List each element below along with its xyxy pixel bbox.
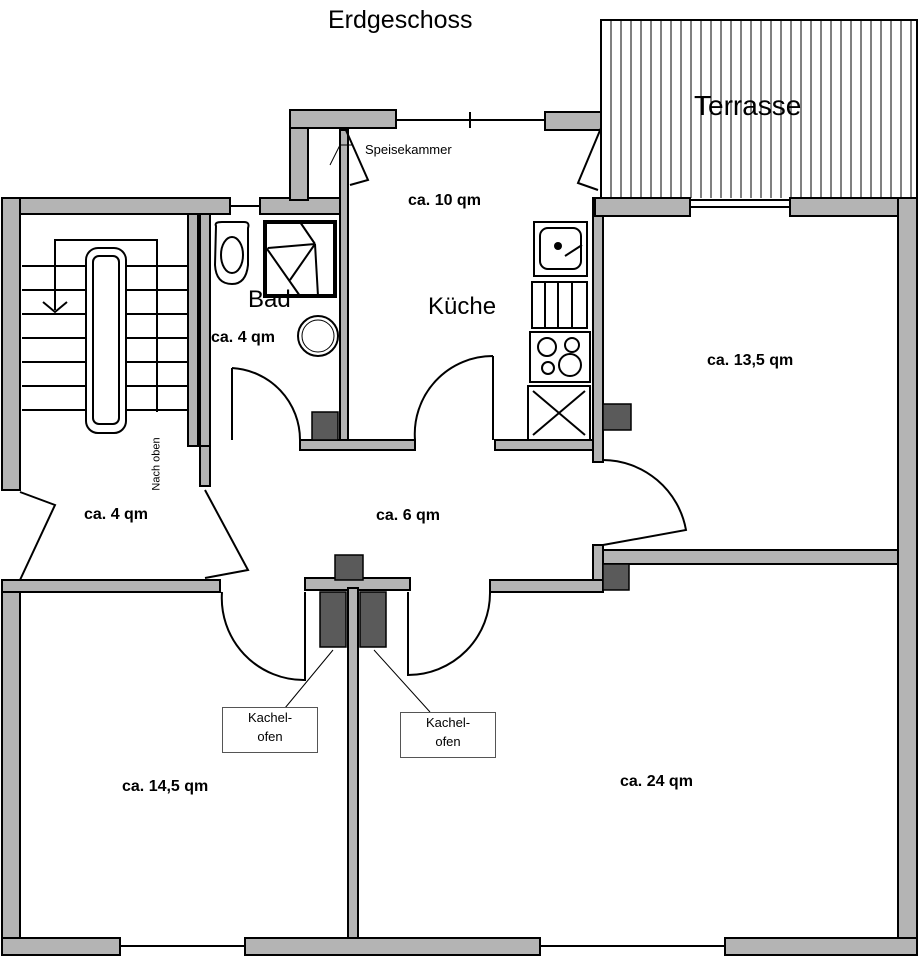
kitchen-fixtures — [527, 221, 591, 441]
walls — [1, 109, 918, 956]
windows — [120, 112, 790, 947]
entry-area-label: ca. 4 qm — [84, 506, 149, 523]
hall-area-label: ca. 6 qm — [376, 507, 441, 524]
staircase — [22, 239, 188, 434]
stove-label-line: ofen — [257, 729, 283, 744]
kitchen-label: Küche — [428, 293, 497, 320]
chimneys — [284, 403, 632, 713]
bath-label: Bad — [248, 286, 291, 313]
kitchen-area-label: ca. 10 qm — [408, 192, 481, 209]
pantry-label: Speisekammer — [365, 142, 452, 157]
right-room-area-label: ca. 13,5 qm — [707, 352, 794, 369]
left-room-area-label: ca. 14,5 qm — [122, 778, 209, 795]
terrace-label: Terrasse — [694, 90, 802, 121]
bath-area-label: ca. 4 qm — [211, 329, 276, 346]
terrace — [600, 19, 918, 201]
stairs-up-label: Nach oben — [150, 437, 163, 491]
stove-label-line: ofen — [435, 734, 461, 749]
tiled-stove-label-left: Kachel- ofen — [222, 707, 318, 753]
stove-label-line: Kachel- — [425, 715, 471, 730]
tiled-stove-label-right: Kachel- ofen — [400, 712, 496, 758]
floor-title: Erdgeschoss — [328, 6, 473, 34]
big-room-area-label: ca. 24 qm — [620, 773, 693, 790]
stove-label-line: Kachel- — [247, 710, 293, 725]
doors — [19, 127, 688, 682]
bathroom-fixtures — [213, 220, 339, 357]
